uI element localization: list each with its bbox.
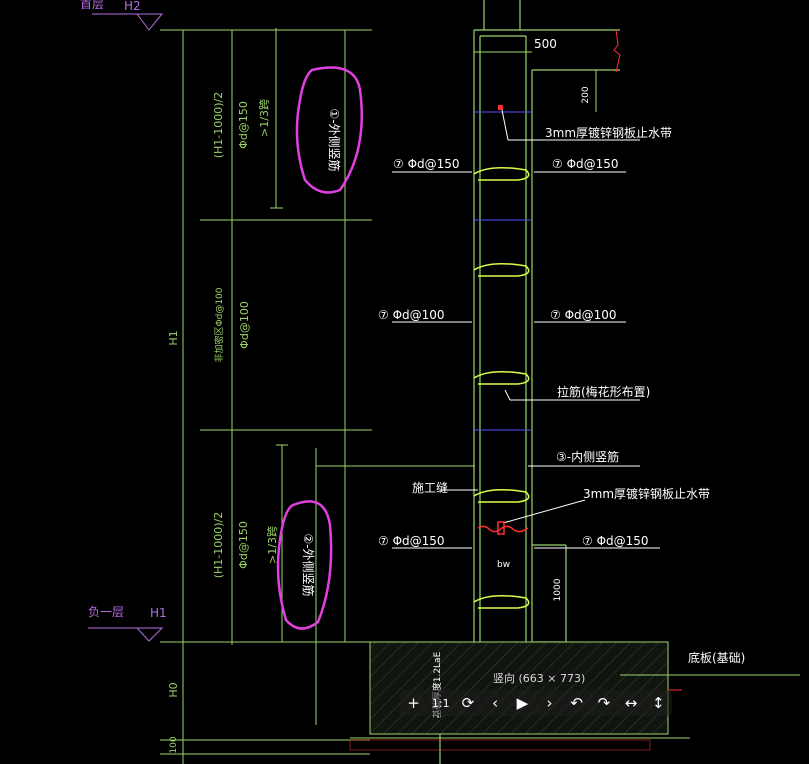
label-outer-vert-1: ①-外侧竖筋 (327, 108, 342, 171)
level-marker-neg: 负一层 H1 (88, 605, 167, 642)
flip-horizontal-icon[interactable]: ↔ (624, 694, 638, 712)
label-bw: bw (497, 560, 510, 570)
label-outer-vert-2: ②-外侧竖筋 (301, 533, 316, 596)
label-water-stop-mid: 3mm厚镀锌钢板止水带 (583, 487, 710, 501)
dim-h: H1 (167, 330, 180, 345)
label-tie: 拉筋(梅花形布置) (557, 384, 650, 399)
rotate-left-icon[interactable]: ↶ (570, 694, 583, 712)
zoom-in-button[interactable]: + (407, 694, 420, 712)
dim-one-third-b: >1/3跨 (266, 526, 279, 564)
tie-hooks (473, 167, 530, 609)
dim-1000: 1000 (553, 578, 563, 601)
dimension-lines (160, 28, 475, 764)
dim-h0: H0 (167, 682, 180, 697)
label-water-stop-top: 3mm厚镀锌钢板止水带 (545, 126, 672, 140)
image-viewer-toolbar: + 1:1 ⟳ ‹ ▶ › ↶ ↷ ↔ ↕ (400, 690, 672, 716)
foundation-slab: 基础厚度1.2LaE (349, 641, 800, 751)
rotate-right-icon[interactable]: ↷ (597, 694, 611, 712)
dim-span-a: (H1-1000)/2 (212, 92, 225, 159)
label-rebar-r3: ⑦ Φd@150 (582, 534, 649, 548)
next-button[interactable]: › (546, 694, 553, 712)
dim-phi100: Φd@100 (238, 301, 251, 349)
highlight-outer-vert-2 (276, 500, 333, 630)
image-info-label: 竖向 (663 × 773) (490, 670, 589, 686)
prev-button[interactable]: ‹ (492, 694, 499, 712)
construction-joint (477, 525, 529, 533)
dim-bottom: 100 (169, 736, 179, 753)
dim-500: 500 (534, 37, 557, 51)
dim-mid: 非加密区Φd@100 (213, 287, 225, 362)
label-inner-vert: ③-内侧竖筋 (556, 449, 619, 464)
dim-200: 200 (581, 86, 591, 103)
label-rebar-l3: ⑦ Φd@150 (378, 534, 445, 548)
water-stop-marker-mid (497, 521, 505, 535)
label-rebar-l2: ⑦ Φd@100 (378, 308, 445, 322)
label-neg-floor: 负一层 (88, 605, 124, 619)
label-top-floor: 首层 (80, 0, 104, 11)
actual-size-button[interactable]: 1:1 (431, 696, 450, 710)
flip-vertical-icon[interactable]: ↕ (651, 694, 665, 712)
label-h1: H1 (150, 606, 167, 620)
level-marker-top: 首层 H2 (80, 0, 164, 31)
highlight-outer-vert-1 (295, 66, 363, 194)
dim-span-b: (H1-1000)/2 (212, 512, 225, 579)
play-button[interactable]: ▶ (516, 694, 529, 712)
label-base: 底板(基础) (688, 650, 745, 665)
label-rebar-l1: ⑦ Φd@150 (393, 157, 460, 171)
refresh-icon[interactable]: ⟳ (461, 694, 475, 712)
label-rebar-r2: ⑦ Φd@100 (550, 308, 617, 322)
dim-one-third-a: >1/3跨 (258, 99, 271, 137)
wall-outline (439, 0, 620, 764)
dim-phi150-a: Φd@150 (237, 101, 250, 149)
label-rebar-r1: ⑦ Φd@150 (552, 157, 619, 171)
dim-phi150-b: Φd@150 (237, 521, 250, 569)
label-h2: H2 (124, 0, 141, 13)
water-stop-marker-top (498, 105, 503, 110)
label-construction-joint: 施工缝 (412, 480, 448, 495)
